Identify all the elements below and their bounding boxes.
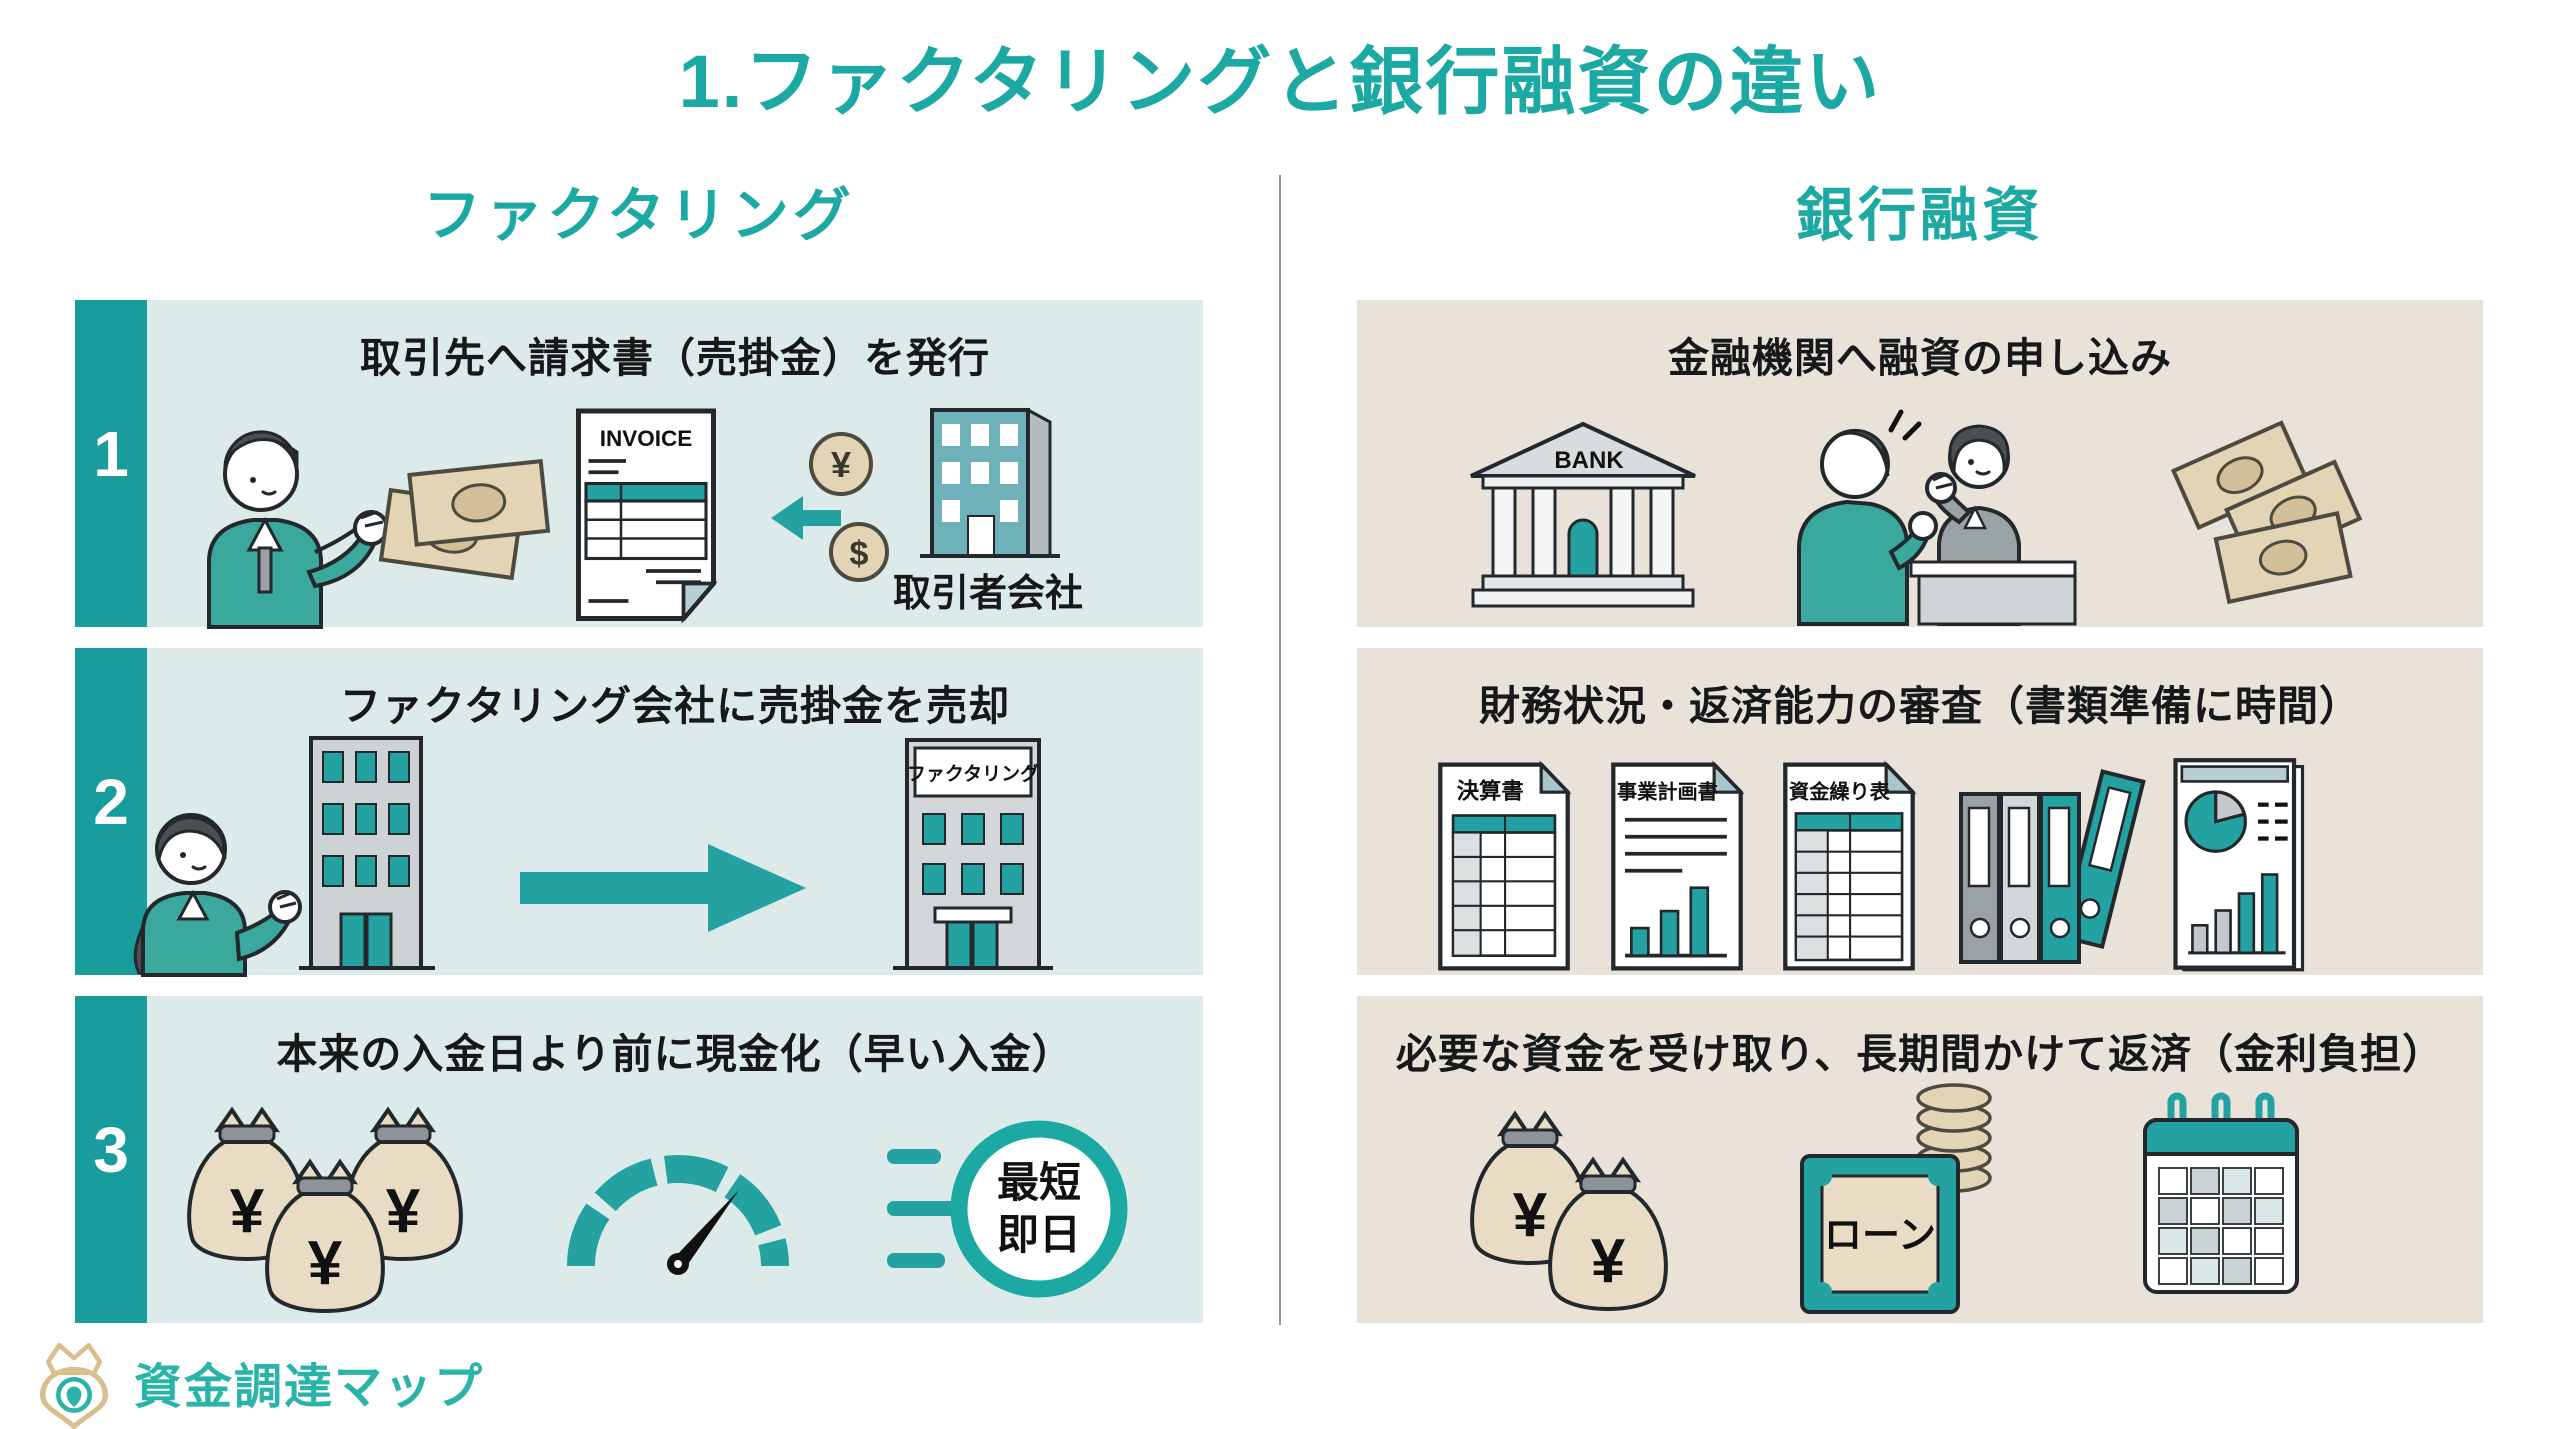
factoring-step-3: 3 本来の入金日より前に現金化（早い入金） ¥ ¥	[75, 996, 1203, 1323]
yen-glyph: ¥	[1513, 1181, 1548, 1250]
bank-loan-step-1: 金融機関へ融資の申し込み BANK	[1357, 300, 2483, 627]
badge-line2: 即日	[997, 1211, 1081, 1258]
same-day-badge-icon: 最短 即日	[887, 1120, 1128, 1298]
site-logo-text: 資金調達マップ	[134, 1361, 485, 1414]
factoring-sign-label: ファクタリング	[907, 762, 1039, 785]
bank-consultation-icon	[1797, 409, 2077, 626]
bank-loan-step-3: 必要な資金を受け取り、長期間かけて返済（金利負担） ¥ ¥	[1357, 996, 2483, 1323]
doc-label: 事業計画書	[1617, 780, 1718, 804]
step-number-bar: 3	[75, 996, 147, 1323]
businesswoman-icon	[133, 813, 302, 977]
step-number-bar: 1	[75, 300, 147, 627]
yen-glyph: ¥	[386, 1177, 421, 1246]
doc-label: 資金繰り表	[1789, 780, 1891, 804]
money-bills-icon	[378, 458, 551, 581]
bank-sign-label: BANK	[1554, 447, 1624, 474]
step-number: 1	[93, 418, 129, 490]
factoring-company-building-icon: ファクタリング	[893, 738, 1053, 970]
dollar-coin-glyph: $	[850, 535, 869, 573]
doc-label: 決算書	[1457, 778, 1524, 804]
yen-glyph: ¥	[308, 1229, 343, 1298]
step-title: 本来の入金日より前に現金化（早い入金）	[276, 1031, 1074, 1077]
loan-sign-label: ローン	[1824, 1215, 1936, 1257]
bank-loan-step-2: 財務状況・返済能力の審査（書類準備に時間） 決算書 事業計画書	[1357, 648, 2483, 975]
money-bags-icon: ¥ ¥	[1470, 1110, 1668, 1311]
step-title: 取引先へ請求書（売掛金）を発行	[360, 335, 990, 381]
factoring-step-1: 1 取引先へ請求書（売掛金）を発行	[75, 300, 1203, 629]
yen-glyph: ¥	[1591, 1227, 1626, 1296]
speedometer-icon	[567, 1155, 789, 1275]
factoring-step-2: 2 ファクタリング会社に売掛金を売却	[75, 648, 1203, 977]
client-company-building-icon	[920, 407, 1060, 558]
loan-sign-icon: ローン	[1800, 1083, 1992, 1314]
seller-company-building-icon	[299, 736, 435, 970]
binders-icon	[1959, 769, 2146, 964]
payment-coins-arrow-icon: ¥ $	[771, 432, 889, 582]
money-bag: ¥	[265, 1158, 385, 1313]
yen-coin-glyph: ¥	[831, 444, 851, 485]
money-bags-icon: ¥ ¥ ¥	[187, 1106, 463, 1313]
financial-statement-doc-icon: 決算書	[1438, 760, 1572, 971]
transfer-arrow-icon	[520, 844, 806, 932]
invoice-label: INVOICE	[600, 426, 693, 451]
businessman-icon	[207, 430, 389, 629]
calendar-icon	[2143, 1092, 2299, 1294]
badge-line1: 最短	[997, 1159, 1081, 1206]
page-title: 1.ファクタリングと銀行融資の違い	[678, 40, 1882, 123]
step-title: 金融機関へ融資の申し込み	[1668, 335, 2172, 381]
step-number: 3	[93, 1114, 129, 1186]
invoice-document-icon: INVOICE	[576, 408, 718, 624]
site-logo: 資金調達マップ	[28, 1336, 485, 1429]
client-company-label: 取引者会社	[892, 573, 1083, 615]
map-pin-crown-icon	[39, 1342, 109, 1429]
analytics-report-icon	[2173, 758, 2305, 972]
column-header-factoring: ファクタリング	[423, 183, 855, 248]
money-bag: ¥	[1548, 1156, 1668, 1311]
yen-glyph: ¥	[230, 1177, 265, 1246]
business-plan-doc-icon: 事業計画書	[1611, 760, 1745, 971]
cash-bills-icon	[2170, 420, 2363, 605]
column-header-bank-loan: 銀行融資	[1795, 183, 2044, 248]
bank-building-icon: BANK	[1470, 421, 1696, 608]
step-title: 財務状況・返済能力の審査（書類準備に時間）	[1479, 683, 2361, 729]
step-number: 2	[93, 766, 129, 838]
step-title: 必要な資金を受け取り、長期間かけて返済（金利負担）	[1395, 1031, 2445, 1077]
cash-flow-table-doc-icon: 資金繰り表	[1783, 760, 1917, 971]
step-number-bar: 2	[75, 648, 147, 975]
column-divider	[1279, 175, 1281, 1325]
step-title: ファクタリング会社に売掛金を売却	[339, 683, 1011, 729]
